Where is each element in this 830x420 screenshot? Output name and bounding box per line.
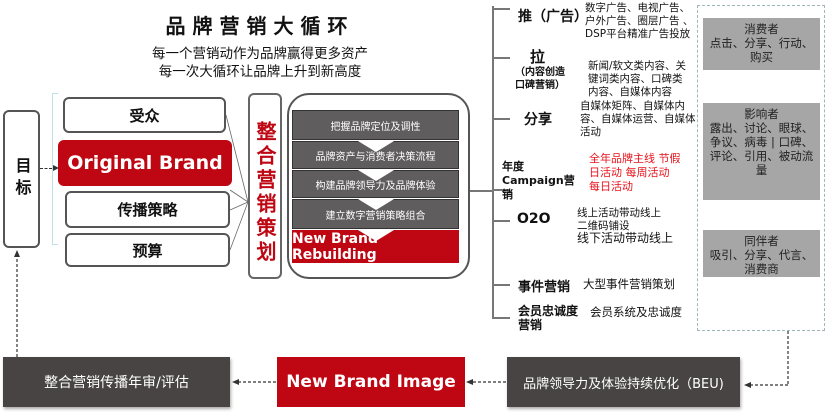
tactic-share-label: 分享 <box>524 112 552 128</box>
influencer-desc: 露出、讨论、眼球、争议、病毒 | 口碑、评论、引用、被动流量 <box>709 121 814 177</box>
audience-groups-container <box>697 5 825 331</box>
tactic-loyalty-label: 会员忠诚度营销 <box>518 304 579 332</box>
down-arrow-icon <box>358 170 394 181</box>
input-bracket <box>52 93 58 245</box>
subtitle-line-1: 每一个营销动作为品牌赢得更多资产 <box>152 46 368 62</box>
tactic-campaign-label: 年度Campaign营销 <box>502 160 575 201</box>
audience-consumer: 消费者点击、分享、行动、购买 <box>703 18 820 70</box>
connector-lines <box>226 114 249 251</box>
audience-peer: 同伴者吸引、分享、代言、消费商 <box>703 230 820 277</box>
tactic-o2o-desc-1: 线上活动带动线上 <box>577 207 661 219</box>
step-1: 把握品牌定位及调性 <box>292 110 459 140</box>
consumer-desc: 点击、分享、行动、购买 <box>709 36 814 64</box>
new-brand-image-box: New Brand Image <box>277 357 465 407</box>
budget-box: 预算 <box>65 233 230 267</box>
beu-optimization-box: 品牌领导力及体验持续优化（BEU) <box>507 357 740 407</box>
audience-box: 受众 <box>63 97 226 133</box>
goal-box: 目标 <box>3 110 40 248</box>
tactic-pull-desc: 新闻/软文类内容、关键词类内容、口碑类内容、自媒体内容 <box>588 60 687 98</box>
peer-desc: 吸引、分享、代言、消费商 <box>709 248 814 276</box>
tactic-share-desc: 自媒体矩阵、自媒体内容、自媒体运营、自媒体活动 <box>580 100 696 138</box>
consumer-title: 消费者 <box>744 22 779 36</box>
tactic-tree-trunk <box>492 6 494 318</box>
strategy-box: 传播策略 <box>65 191 230 228</box>
annual-review-box: 整合营销传播年审/评估 <box>3 357 230 407</box>
down-arrow-icon <box>358 141 394 152</box>
integrated-planning-box: 整合营销策划 <box>248 93 282 279</box>
subtitle-line-2: 每一次大循环让品牌上升到新高度 <box>158 64 362 80</box>
tactic-campaign-desc: 全年品牌主线 节假日活动 每周活动 每日活动 <box>589 152 681 193</box>
tactic-event-label: 事件营销 <box>518 280 571 295</box>
tactic-o2o-label: O2O <box>517 211 551 227</box>
diagram-title: 品牌营销大循环 <box>165 14 355 38</box>
tactic-push-desc: 数字广告、电视广告、户外广告、圈层广告 、DSP平台精准广告投放 <box>585 2 694 40</box>
process-container <box>287 93 470 279</box>
goal-arrow <box>40 168 52 169</box>
original-brand-box: Original Brand <box>58 140 232 186</box>
new-brand-rebuilding: New Brand Rebuilding <box>292 230 459 263</box>
down-arrow-icon <box>358 199 394 210</box>
audience-influencer: 影响者露出、讨论、眼球、争议、病毒 | 口碑、评论、引用、被动流量 <box>703 103 820 200</box>
influencer-title: 影响者 <box>744 107 779 121</box>
tactic-pull-label: 拉 <box>530 48 546 66</box>
tactic-o2o-desc-2: 二维码铺设 <box>577 220 630 232</box>
peer-title: 同伴者 <box>744 234 779 248</box>
process-connector <box>470 190 492 192</box>
tactic-pull-sublabel: （内容创造口碑营销） <box>515 67 565 91</box>
tactic-push-label: 推（广告） <box>518 9 588 25</box>
tactic-o2o-desc-3: 线下活动带动线上 <box>577 231 674 245</box>
down-arrow-icon <box>358 230 394 241</box>
tactic-event-desc: 大型事件营销策划 <box>583 277 675 291</box>
tactic-loyalty-desc: 会员系统及忠诚度 <box>590 305 682 319</box>
